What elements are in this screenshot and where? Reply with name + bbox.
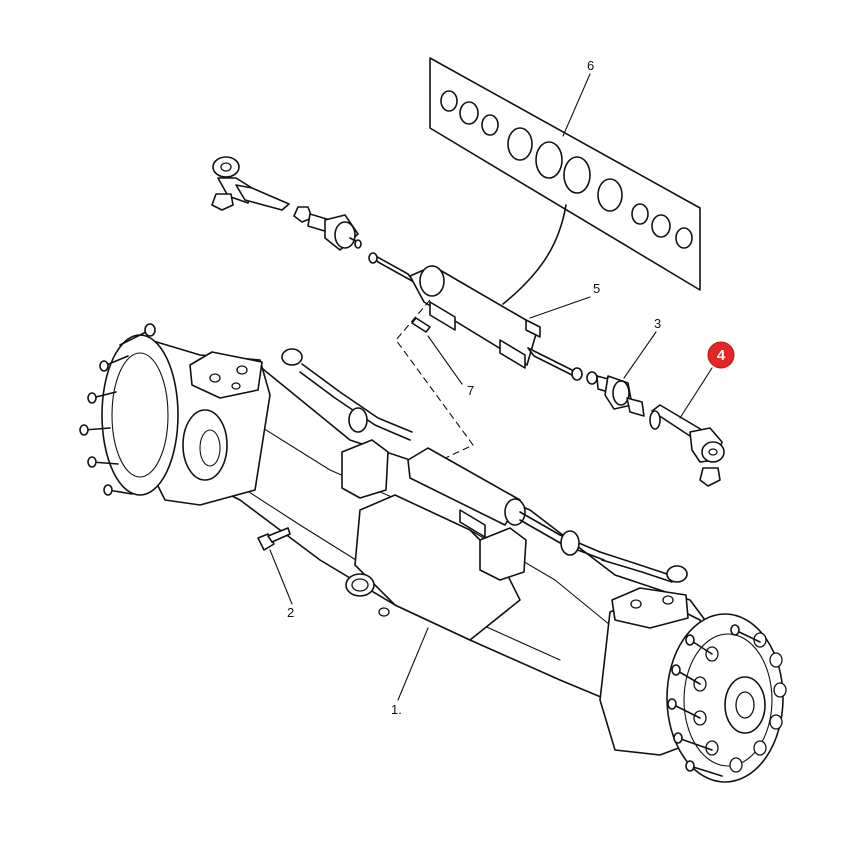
right-wheel-hub: [599, 587, 787, 783]
tie-rod-left: [211, 156, 362, 251]
callout-7: 7: [467, 383, 474, 398]
callout-4: 4: [717, 347, 726, 364]
callout-4-highlight: 4: [707, 341, 735, 369]
callout-3: 3: [654, 316, 661, 331]
callout-6: 6: [587, 58, 594, 73]
left-hub-studs: [79, 323, 156, 496]
mounting-bolt: [257, 527, 291, 551]
leader-lines: [269, 73, 713, 701]
seal-rings: [440, 90, 693, 249]
callout-1: 1.: [391, 702, 402, 717]
roll-pin: [411, 317, 431, 333]
callout-labels: 6 5 3 7 2 1. 4: [287, 58, 735, 717]
seal-kit-panel: [429, 57, 701, 305]
left-wheel-hub: [79, 323, 271, 506]
tie-rod-right: [586, 371, 725, 487]
callout-5: 5: [593, 281, 600, 296]
steering-cylinder: [368, 252, 583, 381]
right-hub-studs: [667, 624, 761, 777]
callout-2: 2: [287, 605, 294, 620]
axle-housing: [177, 348, 721, 706]
